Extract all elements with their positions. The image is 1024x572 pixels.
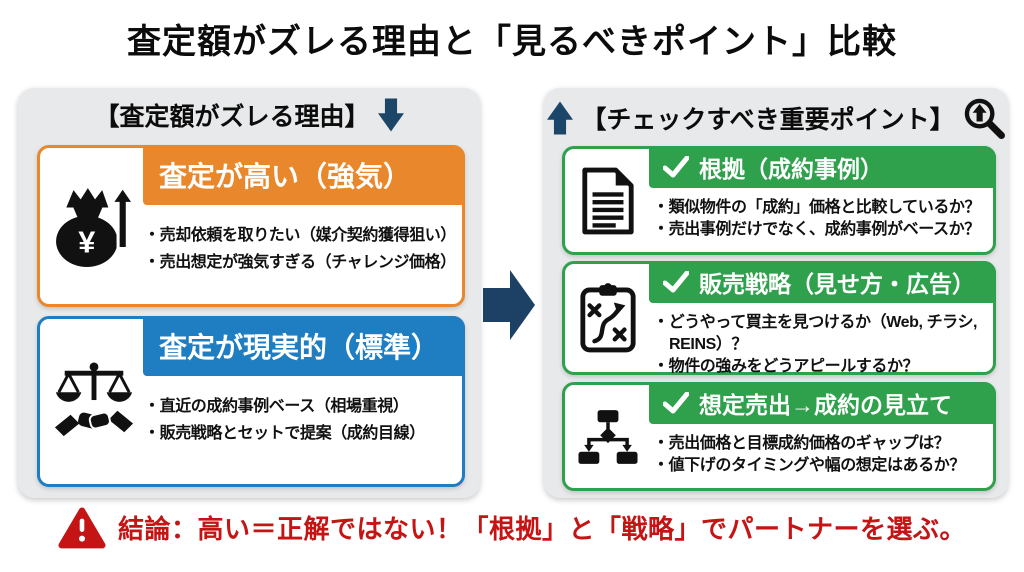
strategy-clipboard-icon bbox=[568, 264, 648, 372]
conclusion-banner: 結論：高い＝正解ではない！「根拠」と「戦略」でパートナーを選ぶ。 bbox=[0, 506, 1024, 549]
left-panel-header: 【査定額がズレる理由】 bbox=[18, 97, 480, 133]
card-band: 想定売出→成約の見立て bbox=[649, 382, 996, 424]
bullet-item: ・直近の成約事例ベース（相場重視） bbox=[144, 398, 409, 415]
yen-glyph: ¥ bbox=[78, 225, 95, 260]
document-icon bbox=[568, 149, 648, 252]
check-icon bbox=[663, 271, 689, 293]
card-realistic-appraisal: 査定が現実的（標準） ・直近の成約事例ベース（相場重視） ・販売戦略とセットで提… bbox=[37, 316, 465, 487]
conclusion-text: 結論：高い＝正解ではない！「根拠」と「戦略」でパートナーを選ぶ。 bbox=[117, 514, 966, 544]
magnifier-up-icon bbox=[964, 98, 1005, 139]
card-title: 根拠（成約事例） bbox=[699, 156, 883, 182]
page-title: 査定額がズレる理由と「見るべきポイント」比較 bbox=[127, 23, 897, 61]
warning-triangle-icon bbox=[58, 507, 106, 549]
card-title: 販売戦略（見せ方・広告） bbox=[699, 271, 975, 297]
bullet-item: ・売出価格と目標成約価格のギャップは？ bbox=[653, 435, 950, 452]
left-panel-title: 【査定額がズレる理由】 bbox=[94, 103, 370, 131]
left-panel: 【査定額がズレる理由】 ¥ 査定が高い（強気） ・売却依頼を取りたい（媒介契約獲… bbox=[18, 88, 480, 498]
bullet-item: ・類似物件の「成約」価格と比較しているか？ bbox=[653, 199, 981, 216]
card-bullets: ・直近の成約事例ベース（相場重視） ・販売戦略とセットで提案（成約目線） bbox=[144, 393, 460, 447]
check-icon bbox=[663, 156, 689, 178]
arrow-down-icon bbox=[377, 98, 404, 132]
card-evidence: 根拠（成約事例） ・類似物件の「成約」価格と比較しているか？ ・売出事例だけでな… bbox=[562, 146, 996, 255]
card-bullets: ・どうやって買主を見つけるか（Web, チラシ, REINS）？ ・物件の強みを… bbox=[653, 312, 989, 378]
money-bag-up-icon: ¥ bbox=[46, 148, 142, 304]
bullet-item: ・売出事例だけでなく、成約事例がベースか？ bbox=[653, 221, 980, 239]
arrow-right-icon bbox=[483, 270, 535, 340]
card-sales-strategy: 販売戦略（見せ方・広告） ・どうやって買主を見つけるか（Web, チラシ, RE… bbox=[562, 261, 996, 375]
card-bullets: ・売出価格と目標成約価格のギャップは？ ・値下げのタイミングや幅の想定はあるか？ bbox=[653, 433, 989, 477]
flowchart-icon bbox=[568, 385, 648, 488]
card-band: 販売戦略（見せ方・広告） bbox=[649, 261, 996, 303]
check-icon bbox=[663, 392, 689, 414]
right-panel: 【チェックすべき重要ポイント】 bbox=[544, 88, 1008, 498]
bullet-item: ・どうやって買主を見つけるか（Web, チラシ, REINS）？ bbox=[653, 314, 978, 354]
bullet-item: ・売却依頼を取りたい（媒介契約獲得狙い） bbox=[144, 227, 457, 244]
card-title: 査定が高い（強気） bbox=[159, 161, 412, 192]
card-listing-to-contract: 想定売出→成約の見立て ・売出価格と目標成約価格のギャップは？ ・値下げのタイミ… bbox=[562, 382, 996, 491]
arrow-up-icon bbox=[547, 101, 574, 135]
card-bullets: ・類似物件の「成約」価格と比較しているか？ ・売出事例だけでなく、成約事例がベー… bbox=[653, 197, 989, 241]
right-panel-header: 【チェックすべき重要ポイント】 bbox=[544, 97, 1008, 139]
card-title: 査定が現実的（標準） bbox=[159, 332, 440, 363]
bullet-item: ・物件の強みをどうアピールするか？ bbox=[653, 358, 919, 376]
bullet-item: ・売出想定が強気すぎる（チャレンジ価格） bbox=[144, 254, 456, 272]
card-band: 査定が現実的（標準） bbox=[143, 316, 465, 376]
scale-handshake-icon bbox=[46, 319, 142, 484]
right-panel-title: 【チェックすべき重要ポイント】 bbox=[581, 106, 955, 134]
bullet-item: ・販売戦略とセットで提案（成約目線） bbox=[144, 425, 425, 443]
bullet-item: ・値下げのタイミングや幅の想定はあるか？ bbox=[653, 457, 966, 475]
card-band: 査定が高い（強気） bbox=[143, 145, 465, 205]
card-band: 根拠（成約事例） bbox=[649, 146, 996, 188]
card-bullets: ・売却依頼を取りたい（媒介契約獲得狙い） ・売出想定が強気すぎる（チャレンジ価格… bbox=[144, 222, 460, 276]
card-high-appraisal: ¥ 査定が高い（強気） ・売却依頼を取りたい（媒介契約獲得狙い） ・売出想定が強… bbox=[37, 145, 465, 307]
card-title: 想定売出→成約の見立て bbox=[699, 392, 952, 418]
